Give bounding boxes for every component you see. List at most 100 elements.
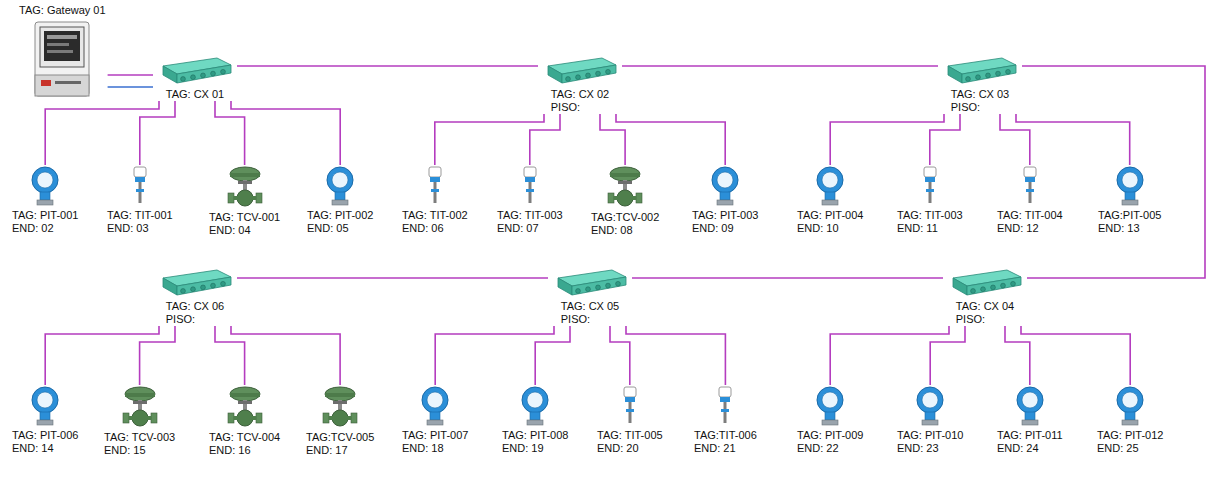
tag-text-group: TAG: PIT-001END: 02 — [12, 209, 78, 235]
icon-part — [234, 416, 256, 420]
temperature-transmitter — [705, 385, 745, 427]
icon-part — [721, 409, 729, 412]
icon-part — [221, 281, 226, 286]
instrument-node: TAG: TCV-004END: 16 — [207, 385, 282, 457]
icon-part — [922, 420, 938, 425]
signal-cable — [930, 114, 960, 165]
pressure-transmitter — [1110, 165, 1150, 207]
icon-part — [981, 287, 986, 292]
tag-label: TAG: TCV-003 — [104, 431, 175, 444]
signal-cable — [45, 326, 159, 385]
icon-part — [427, 420, 443, 425]
icon-part — [47, 35, 77, 39]
tag-text-group: TAG: CX 02PISO: — [551, 88, 609, 114]
tag-text-group: TAG: TIT-005END: 20 — [597, 429, 663, 455]
instrument-node: TAG: PIT-006END: 14 — [10, 385, 80, 455]
signal-cable — [215, 101, 245, 165]
instrument-node: TAG: PIT-008END: 19 — [500, 385, 570, 455]
control-valve — [320, 385, 360, 429]
icon-part — [606, 283, 611, 288]
tag-text-group: TAG: TIT-001END: 03 — [107, 209, 173, 235]
tag-label: TAG: TIT-001 — [107, 209, 173, 222]
icon-part — [327, 167, 353, 193]
tag-text-group: TAG: PIT-012END: 25 — [1097, 429, 1163, 455]
icon-part — [32, 387, 58, 413]
icon-part — [1122, 420, 1138, 425]
pressure-transmitter — [810, 165, 850, 207]
signal-cable — [632, 277, 943, 279]
icon-part — [40, 412, 50, 420]
tag-label: END: 07 — [497, 222, 539, 235]
temperature-transmitter — [120, 165, 160, 207]
tag-label: END: 20 — [597, 442, 639, 455]
icon-part — [925, 177, 935, 182]
icon-part — [586, 287, 591, 292]
tag-label: TAG: PIT-012 — [1097, 429, 1163, 442]
icon-part — [238, 181, 252, 184]
tag-text-group: TAG: PIT-010END: 23 — [897, 429, 963, 455]
icon-part — [37, 420, 53, 425]
junction-box — [540, 56, 620, 86]
icon-part — [526, 189, 534, 192]
instrument-node: TAG: PIT-012END: 25 — [1095, 385, 1165, 455]
tag-label: END: 14 — [12, 442, 54, 455]
icon-part — [586, 73, 591, 78]
tag-text-group: TAG: PIT-004END: 10 — [797, 209, 863, 235]
icon-part — [922, 392, 938, 408]
instrument-node: TAG:TIT-006END: 21 — [692, 385, 759, 455]
tag-label: TAG: TCV-004 — [209, 431, 280, 444]
tag-label: PISO: — [956, 313, 985, 326]
icon-part — [181, 77, 186, 82]
icon-part — [562, 65, 616, 83]
temperature-transmitter — [910, 165, 950, 207]
instrument-node: TAG: TIT-003END: 11 — [895, 165, 965, 235]
tag-text-group: TAG: CX 05PISO: — [561, 300, 619, 326]
icon-part — [626, 409, 634, 412]
icon-part — [576, 289, 581, 294]
icon-part — [325, 387, 355, 401]
tag-label: TAG: TIT-003 — [497, 209, 563, 222]
junction-box-node: TAG: CX 03PISO: — [938, 56, 1022, 114]
icon-part — [822, 200, 838, 205]
tag-label: TAG: PIT-004 — [797, 209, 863, 222]
tag-label: END: 02 — [12, 222, 54, 235]
signal-cable — [237, 65, 538, 67]
tag-text-group: TAG: PIT-009END: 22 — [797, 429, 863, 455]
tag-label: END: 12 — [997, 222, 1039, 235]
icon-part — [1026, 189, 1034, 192]
instrument-node: TAG:PIT-005END: 13 — [1096, 165, 1163, 235]
icon-part — [717, 172, 733, 188]
tag-label: TAG: TCV-001 — [209, 211, 280, 224]
instrument-node: TAG: PIT-010END: 23 — [895, 385, 965, 455]
tag-text-group: TAG: TCV-001END: 04 — [209, 211, 280, 237]
icon-part — [181, 289, 186, 294]
icon-part — [825, 192, 835, 200]
junction-box — [945, 268, 1025, 298]
tag-label: TAG: CX 05 — [561, 300, 619, 313]
signal-cable — [930, 326, 965, 385]
signal-cable — [626, 326, 725, 385]
tag-text-group: TAG: Gateway 01 — [19, 4, 106, 17]
icon-part — [971, 289, 976, 294]
icon-part — [720, 192, 730, 200]
icon-part — [1122, 200, 1138, 205]
icon-part — [527, 420, 543, 425]
signal-cable — [237, 277, 548, 279]
icon-part — [191, 287, 196, 292]
signal-cable — [1022, 66, 1205, 278]
icon-part — [712, 167, 738, 193]
tag-label: PISO: — [166, 313, 195, 326]
icon-part — [991, 285, 996, 290]
tag-label: TAG:TCV-002 — [591, 211, 659, 224]
icon-part — [201, 285, 206, 290]
icon-part — [37, 200, 53, 205]
tag-label: TAG: PIT-009 — [797, 429, 863, 442]
icon-part — [133, 401, 147, 404]
instrument-node: TAG:TCV-002END: 08 — [589, 165, 661, 237]
icon-part — [238, 401, 252, 404]
tag-text-group: TAG: TIT-004END: 12 — [997, 209, 1063, 235]
tag-label: TAG: PIT-003 — [692, 209, 758, 222]
tag-label: END: 22 — [797, 442, 839, 455]
tag-label: END: 21 — [694, 442, 736, 455]
signal-cable — [830, 114, 944, 165]
